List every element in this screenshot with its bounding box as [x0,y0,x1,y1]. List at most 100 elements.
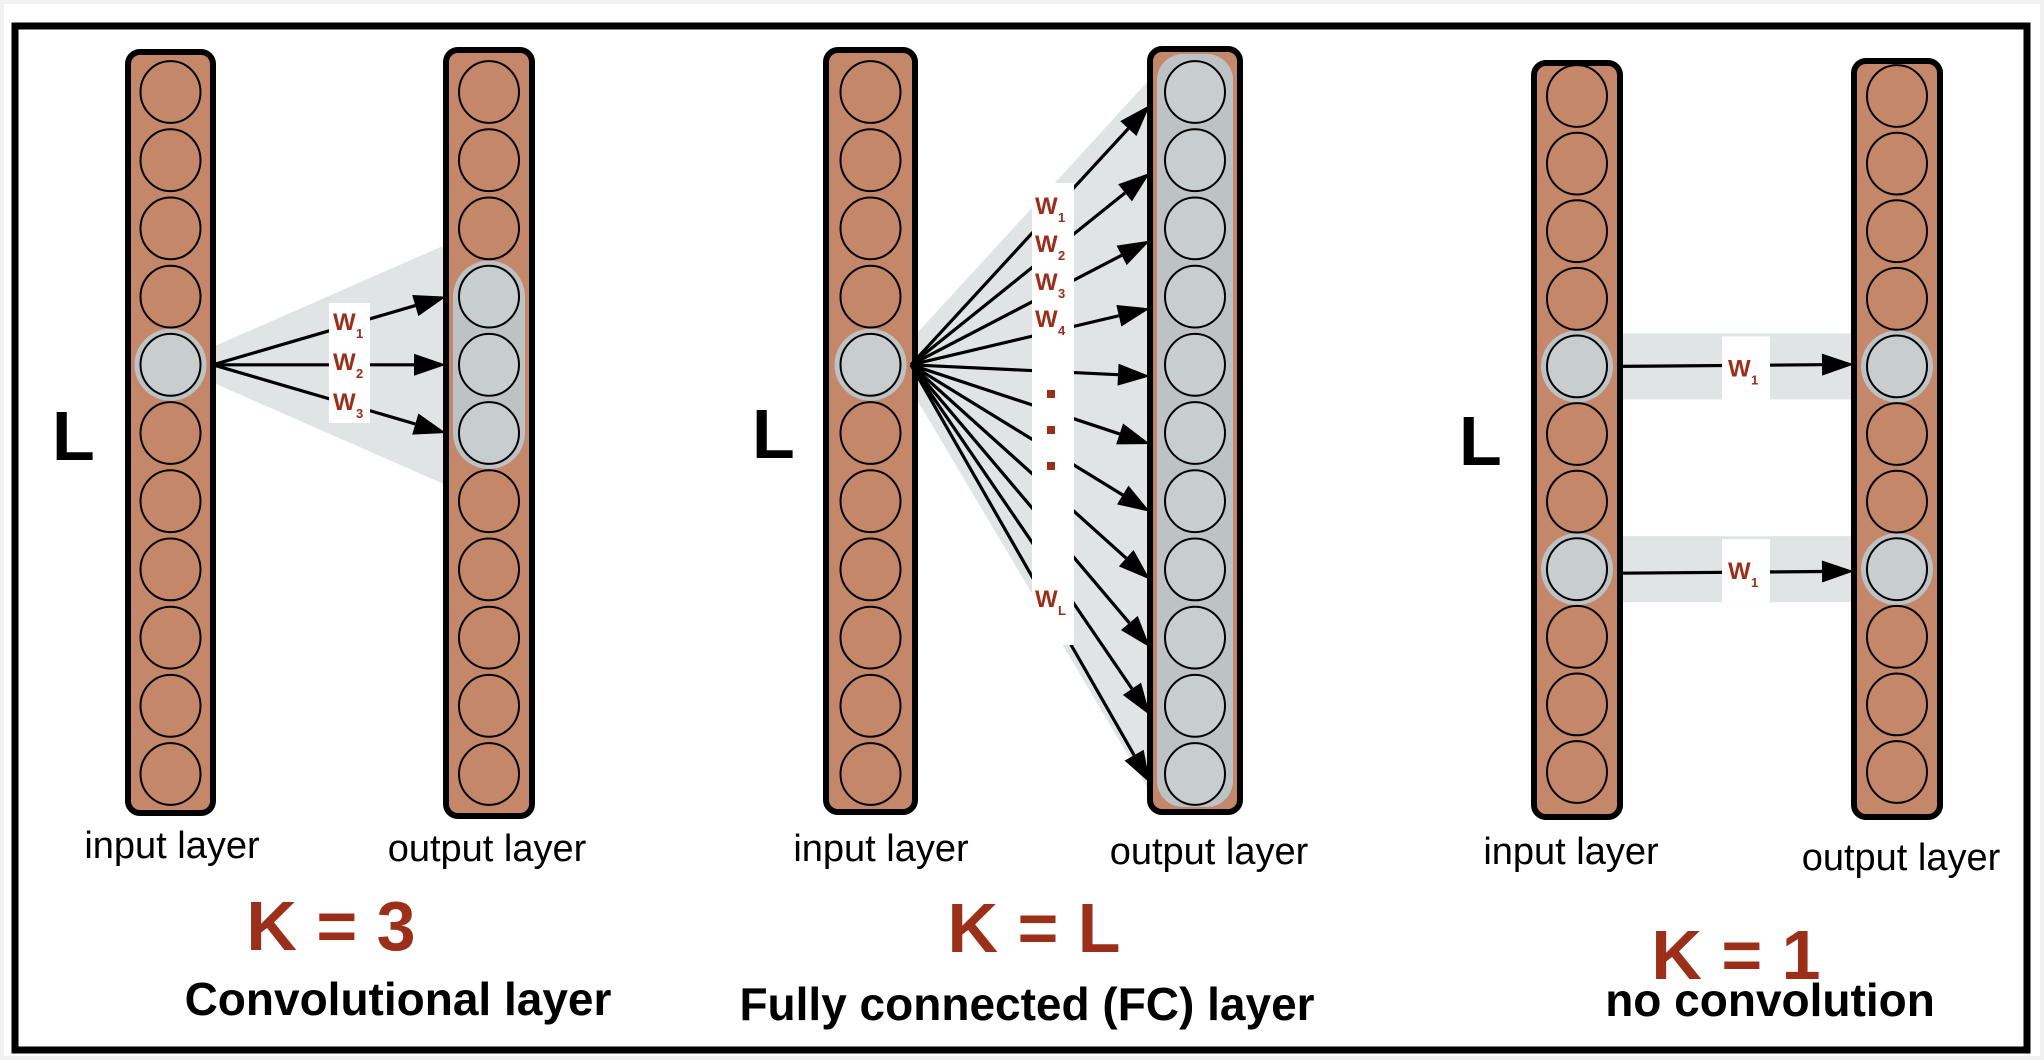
connections [212,105,1854,783]
connection-band [911,79,1150,792]
arrowhead-icon [1821,353,1854,376]
active-neuron [1546,334,1608,399]
arrowhead-icon [1116,240,1150,266]
weight-symbol: W [333,349,356,376]
connection-line [909,363,1128,560]
weight-symbol: W [1035,586,1058,613]
active-neuron [139,332,202,397]
arrowhead-icon [414,353,446,376]
connection-arrow [909,363,1150,716]
k-value-label: K = 3 [246,887,415,965]
neuron [1866,402,1928,466]
layer-column [1851,58,1943,820]
neuron [139,264,202,329]
panel-title: no convolution [1605,974,1935,1026]
neuron [458,196,520,261]
side-length-label: L [52,397,95,475]
neuron [458,60,520,124]
connection-arrow [909,105,1150,366]
active-neuron [1164,196,1226,261]
connection-line [910,363,1121,436]
neuron [139,673,202,738]
ellipsis-dot [1047,426,1055,434]
neuron [839,60,902,124]
weight-subscript: 3 [356,406,363,421]
connection-line [910,363,1119,377]
neuron [139,469,202,534]
neuron [1546,672,1608,737]
weight-label-box [1722,539,1770,603]
arrowhead-icon [412,413,446,435]
active-neuron [458,332,520,397]
neuron [839,742,902,806]
active-neuron [1866,334,1928,399]
neuron [1546,402,1608,466]
k-value-label: K = L [947,889,1120,967]
connection-arrow [212,363,446,435]
output-layer-column [1147,46,1243,815]
neuron [839,401,902,465]
arrowhead-icon [1122,682,1150,716]
connection-line [909,363,1131,624]
weight-symbol: W [333,309,356,336]
neuron [139,196,202,261]
neuron [839,196,902,261]
ellipsis-dot [1047,390,1055,398]
neuron [1866,672,1928,737]
neuron [839,128,902,193]
neuron [458,469,520,534]
output-layer-label: output layer [388,828,587,870]
neuron [839,264,902,329]
weight-symbol: W [1728,558,1751,585]
input-layer-label: input layer [84,825,260,867]
connection-line [909,363,1134,690]
arrowhead-icon [1118,550,1150,580]
neuron [458,128,520,193]
weight-label-box [1722,336,1770,400]
arrowhead-icon [1120,615,1150,648]
active-neuron [1546,537,1608,602]
weight-symbol: W [1035,193,1058,220]
neuron [139,537,202,602]
connection-arrow [909,363,1150,580]
connection-line [1619,363,1823,368]
connection-arrow [910,305,1150,367]
neuron [1866,469,1928,534]
arrowhead-icon [1124,749,1150,783]
neuron [458,605,520,670]
arrowhead-icon [412,295,446,317]
weight-subscript: 1 [1058,210,1065,225]
side-length-label: L [1459,402,1502,480]
weight-label-box [1032,183,1074,645]
neuron [1866,266,1928,331]
panel-fully-connected: L input layer output layer K = L Fully c… [739,395,1314,1030]
weight-subscript: L [1058,603,1066,618]
arrowhead-icon [1120,105,1150,136]
neuron [139,742,202,806]
connection-arrow [213,353,446,376]
neuron [839,469,902,534]
neuron [839,537,902,602]
weight-label-box [329,303,370,423]
neuron [839,605,902,670]
input-layer-column [1531,60,1623,820]
arrowhead-icon [1116,485,1150,512]
figure-frame [11,22,2031,1054]
weight-subscript: 4 [1058,323,1066,338]
active-neuron [1164,401,1226,465]
layer-column [823,47,918,815]
connection-arrow [910,363,1150,386]
connection-line [910,363,1124,497]
arrowhead-icon [1821,560,1854,583]
neuron [1866,740,1928,804]
weight-subscript: 2 [356,366,363,381]
input-layer-column [823,47,918,815]
ellipsis-dot [1047,462,1055,470]
